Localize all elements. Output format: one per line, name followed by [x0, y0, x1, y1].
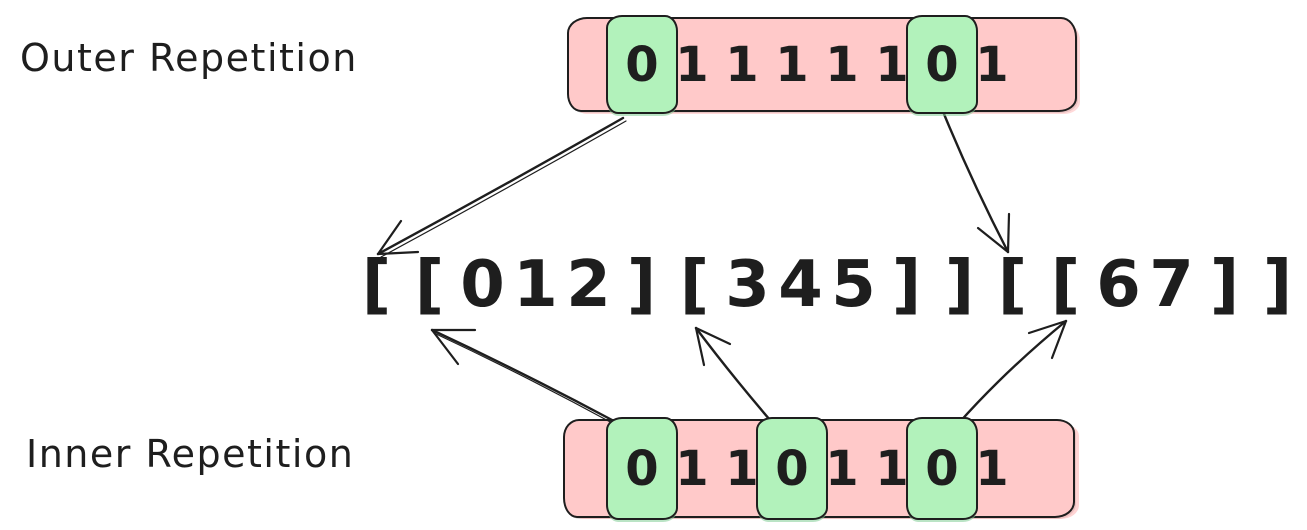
- inner-bit-7: 1: [967, 421, 1017, 516]
- outer-bit-7: 1: [967, 19, 1017, 110]
- inner-bit-6-highlighted: 0: [906, 417, 978, 520]
- outer-bit-5: 1: [867, 19, 917, 110]
- sequence-token-11: ]: [944, 248, 975, 322]
- sequence-token-14: 6: [1096, 248, 1141, 322]
- arrow-inner-bit-6-to-sequence-token-13: [956, 319, 1068, 426]
- sequence-token-2: 0: [460, 248, 505, 322]
- outer-repetition-label: Outer Repetition: [20, 36, 358, 80]
- outer-bit-value-5: 1: [875, 36, 909, 93]
- outer-bit-6-highlighted: 0: [906, 15, 978, 114]
- sequence-token-6: [: [679, 248, 710, 322]
- inner-bit-4: 1: [817, 421, 867, 516]
- sequence-token-13: [: [1050, 248, 1081, 322]
- sequence-token-3: 1: [513, 248, 558, 322]
- inner-bit-value-2: 1: [725, 440, 759, 497]
- outer-bit-3: 1: [767, 19, 817, 110]
- inner-bit-0-highlighted: 0: [606, 417, 678, 520]
- outer-bit-2: 1: [717, 19, 767, 110]
- inner-bit-1: 1: [667, 421, 717, 516]
- inner-bit-value-7: 1: [975, 440, 1009, 497]
- sequence-token-1: [: [414, 248, 445, 322]
- outer-bit-value-3: 1: [775, 36, 809, 93]
- arrow-outer-bit-0-to-sequence-token-0: [376, 116, 627, 258]
- inner-bit-value-3: 0: [775, 440, 809, 497]
- inner-bit-value-5: 1: [875, 440, 909, 497]
- arrow-inner-bit-3-to-sequence-token-6: [694, 326, 772, 422]
- inner-bit-5: 1: [867, 421, 917, 516]
- sequence-token-5: ]: [626, 248, 657, 322]
- sequence-token-10: ]: [891, 248, 922, 322]
- sequence-token-8: 4: [778, 248, 823, 322]
- sequence-token-0: [: [361, 248, 392, 322]
- inner-bit-value-1: 1: [675, 440, 709, 497]
- outer-bit-4: 1: [817, 19, 867, 110]
- sequence-token-16: ]: [1209, 248, 1240, 322]
- outer-bit-value-2: 1: [725, 36, 759, 93]
- arrow-outer-bit-6-to-sequence-token-12: [942, 112, 1011, 254]
- inner-bit-value-6: 0: [925, 440, 959, 497]
- inner-repetition-label: Inner Repetition: [26, 432, 355, 476]
- inner-bit-value-4: 1: [825, 440, 859, 497]
- arrow-inner-bit-0-to-sequence-token-1: [430, 328, 615, 425]
- inner-bit-value-0: 0: [625, 440, 659, 497]
- outer-bit-value-0: 0: [625, 36, 659, 93]
- sequence-token-17: ]: [1262, 248, 1293, 322]
- outer-bit-1: 1: [667, 19, 717, 110]
- outer-bit-value-4: 1: [825, 36, 859, 93]
- sequence-token-9: 5: [831, 248, 876, 322]
- outer-bit-value-6: 0: [925, 36, 959, 93]
- outer-bit-value-7: 1: [975, 36, 1009, 93]
- inner-bit-3-highlighted: 0: [756, 417, 828, 520]
- sequence-token-4: 2: [566, 248, 611, 322]
- sequence-token-15: 7: [1149, 248, 1194, 322]
- sequence-token-12: [: [997, 248, 1028, 322]
- inner-bit-2: 1: [717, 421, 767, 516]
- outer-bit-0-highlighted: 0: [606, 15, 678, 114]
- sequence-token-7: 3: [725, 248, 770, 322]
- outer-bit-value-1: 1: [675, 36, 709, 93]
